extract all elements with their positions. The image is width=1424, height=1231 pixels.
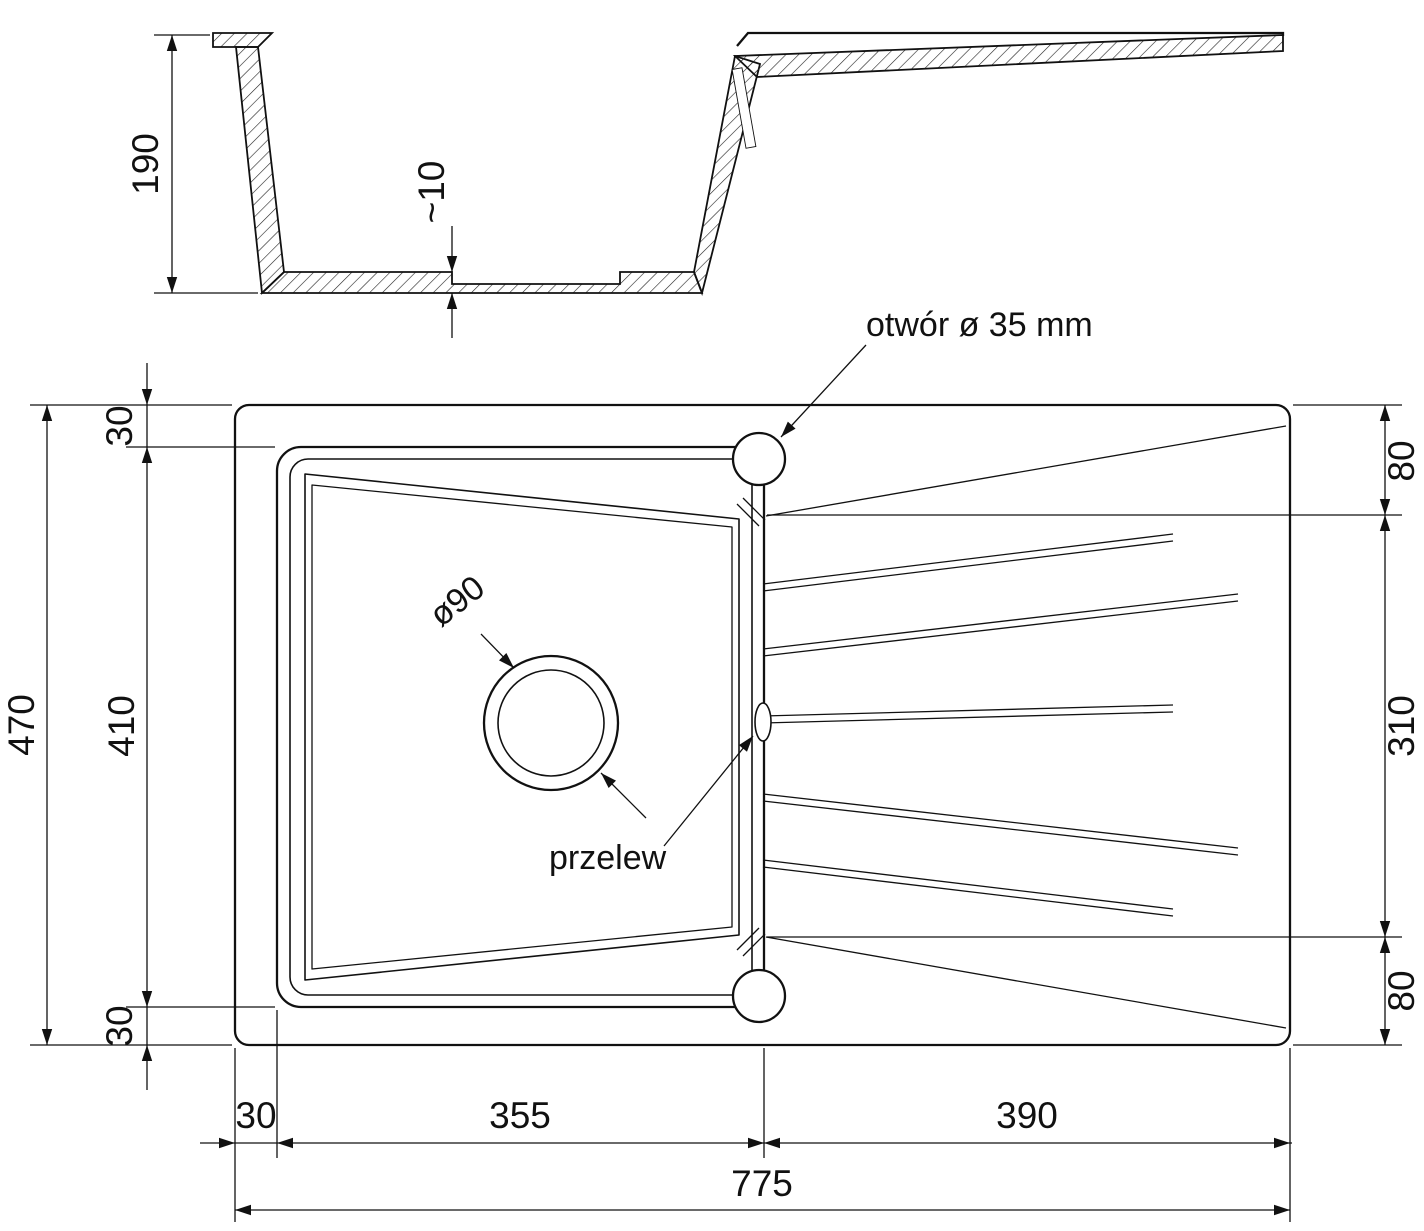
drainer-grooves bbox=[762, 533, 1239, 917]
dim-bottom-margin-label: 30 bbox=[99, 1005, 140, 1046]
section-overflow-slot bbox=[731, 67, 757, 149]
dim-recess-label: ~10 bbox=[411, 161, 452, 224]
overflow-label: przelew bbox=[549, 839, 667, 877]
dimension-basin-height: 30 410 30 bbox=[99, 363, 153, 1090]
basin-bottom-edge-inner bbox=[311, 484, 733, 970]
drainer-fan-lines bbox=[765, 425, 1287, 1029]
dim-top-margin-label: 30 bbox=[99, 405, 140, 446]
section-drainer-slab bbox=[732, 34, 1284, 78]
dimension-depth-190: 190 bbox=[125, 34, 258, 294]
dim-left-margin-label: 30 bbox=[235, 1095, 276, 1136]
dim-right-middle-label: 310 bbox=[1381, 695, 1422, 757]
overflow-slot bbox=[754, 702, 772, 742]
dimension-right-side: 80 310 80 bbox=[1379, 405, 1422, 1045]
dimension-recess-10: ~10 bbox=[411, 161, 458, 338]
basin-chamfer-top-right bbox=[736, 497, 766, 527]
cross-section-view: 190 ~10 bbox=[125, 31, 1285, 338]
basin-chamfer-bottom-right bbox=[736, 927, 766, 957]
dim-total-height-label: 470 bbox=[1, 694, 42, 756]
dimension-total-width: 775 bbox=[235, 1163, 1290, 1216]
dim-total-width-label: 775 bbox=[731, 1163, 793, 1204]
tap-hole-label: otwór ø 35 mm bbox=[866, 306, 1093, 344]
drain-hole-outer bbox=[482, 654, 620, 792]
section-right-wall bbox=[693, 54, 762, 296]
dim-depth-label: 190 bbox=[125, 133, 166, 195]
section-rim-silhouette bbox=[736, 31, 1285, 47]
dimension-bottom-widths: 30 355 390 bbox=[200, 1095, 1292, 1149]
dimension-total-height: 470 bbox=[1, 405, 53, 1045]
basin-inner-rim bbox=[289, 458, 753, 996]
leader-overflow: przelew bbox=[549, 732, 758, 877]
tap-hole bbox=[731, 431, 787, 487]
section-left-wall bbox=[234, 46, 285, 295]
section-left-lip bbox=[212, 32, 275, 48]
dim-right-bottom-label: 80 bbox=[1381, 970, 1422, 1011]
dim-right-top-label: 80 bbox=[1381, 440, 1422, 481]
dim-basin-width-label: 355 bbox=[489, 1095, 551, 1136]
leader-tap-hole: otwór ø 35 mm bbox=[777, 306, 1093, 441]
dim-basin-height-label: 410 bbox=[101, 695, 142, 757]
basin-bottom-edge-outer bbox=[304, 473, 740, 981]
top-view: otwór ø 35 mm ø90 przelew bbox=[233, 306, 1292, 1047]
drain-hole-inner bbox=[497, 669, 605, 777]
dimensions: 470 30 410 30 80 310 80 bbox=[1, 363, 1422, 1222]
bottom-hole bbox=[731, 968, 787, 1024]
dim-drainer-width-label: 390 bbox=[996, 1095, 1058, 1136]
section-bottom-slab bbox=[259, 271, 704, 294]
